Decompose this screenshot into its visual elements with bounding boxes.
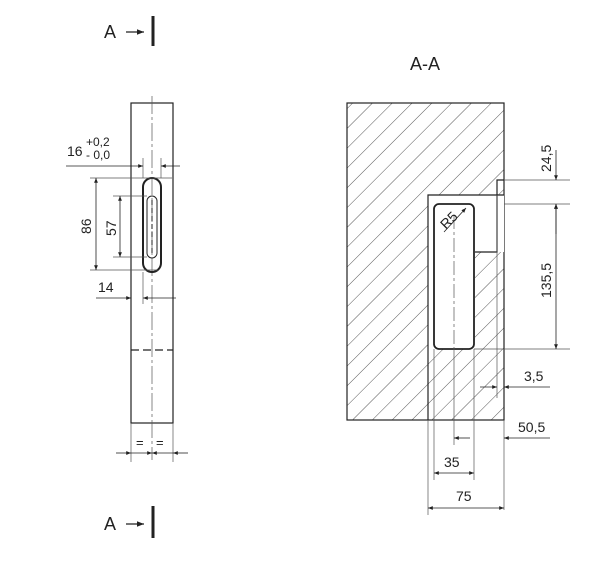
step-outline	[496, 179, 504, 195]
centering-mark-right: =	[156, 435, 164, 450]
slot-width-tol-upper: +0,2	[86, 135, 110, 149]
pocket-depth: 135,5	[538, 263, 554, 298]
lip-dim: 3,5	[524, 368, 544, 384]
section-body	[346, 102, 505, 421]
section-marker-top-label: A	[104, 22, 116, 42]
slot-inner	[146, 195, 158, 259]
dim-50-5: 50,5	[518, 419, 545, 435]
section-marker-bottom: A	[104, 506, 155, 538]
section-marker-top: A	[104, 16, 155, 46]
radius-leader	[443, 207, 467, 233]
slot-width-tol-lower: - 0,0	[86, 148, 110, 162]
centering-mark-left: =	[136, 435, 144, 450]
section-view: A-A R5 24,5 135,5 3,5	[346, 54, 570, 515]
front-view: 16 +0,2 - 0,0 86 57 14 = =	[66, 96, 188, 462]
edge-offset: 14	[98, 279, 114, 295]
pocket-outline	[427, 194, 504, 420]
dim-75: 75	[456, 488, 472, 504]
dim-35: 35	[444, 454, 460, 470]
slot-outer-length: 86	[78, 218, 94, 234]
section-marker-bottom-label: A	[104, 514, 116, 534]
top-offset: 24,5	[538, 145, 554, 172]
slot-width-nominal: 16	[67, 143, 83, 159]
section-title: A-A	[410, 54, 440, 74]
slot-inner-length: 57	[103, 220, 119, 236]
